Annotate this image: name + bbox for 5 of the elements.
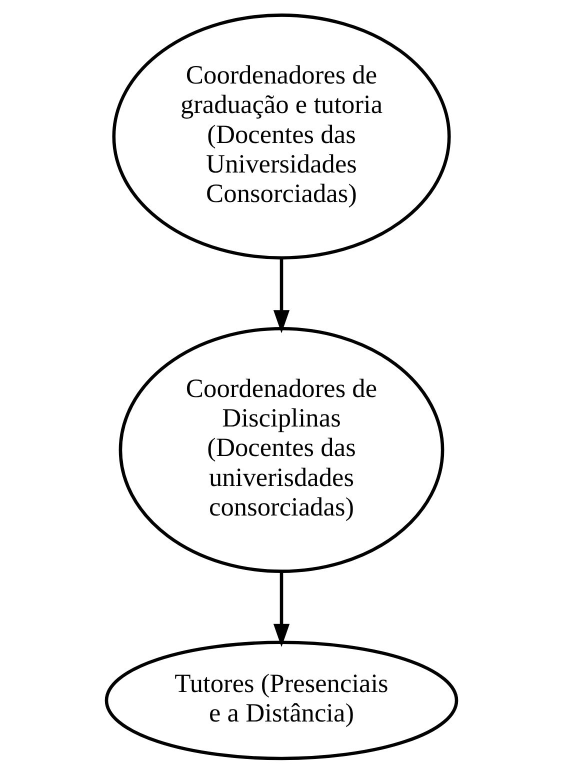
- node-ellipse: Coordenadores de Disciplinas (Docentes das univerisdades consorciadas): [118, 326, 444, 573]
- node-ellipse: Coordenadores de graduação e tutoria (Docentes das Universidades Consorciadas): [112, 14, 451, 260]
- arrow: [273, 258, 290, 334]
- arrow: [273, 572, 290, 648]
- node-ellipse: Tutores (Presenciais e a Distância): [104, 640, 458, 760]
